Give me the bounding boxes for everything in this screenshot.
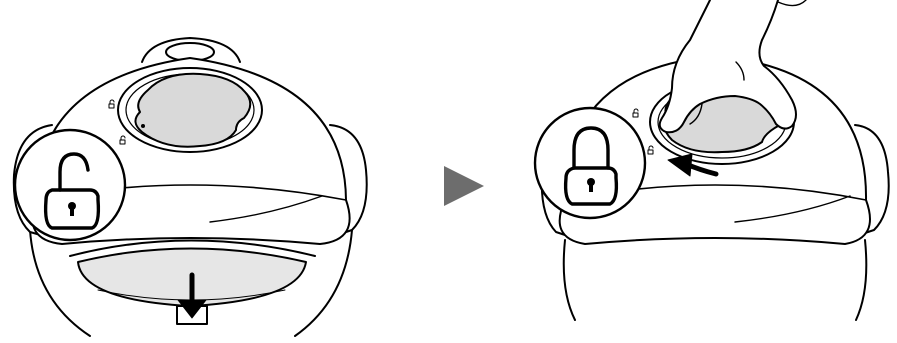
- next-step-arrow-icon: [444, 166, 484, 206]
- locked-padlock-icon: [535, 108, 645, 218]
- unlocked-padlock-icon: [15, 130, 125, 240]
- right-pot-body: [564, 240, 867, 320]
